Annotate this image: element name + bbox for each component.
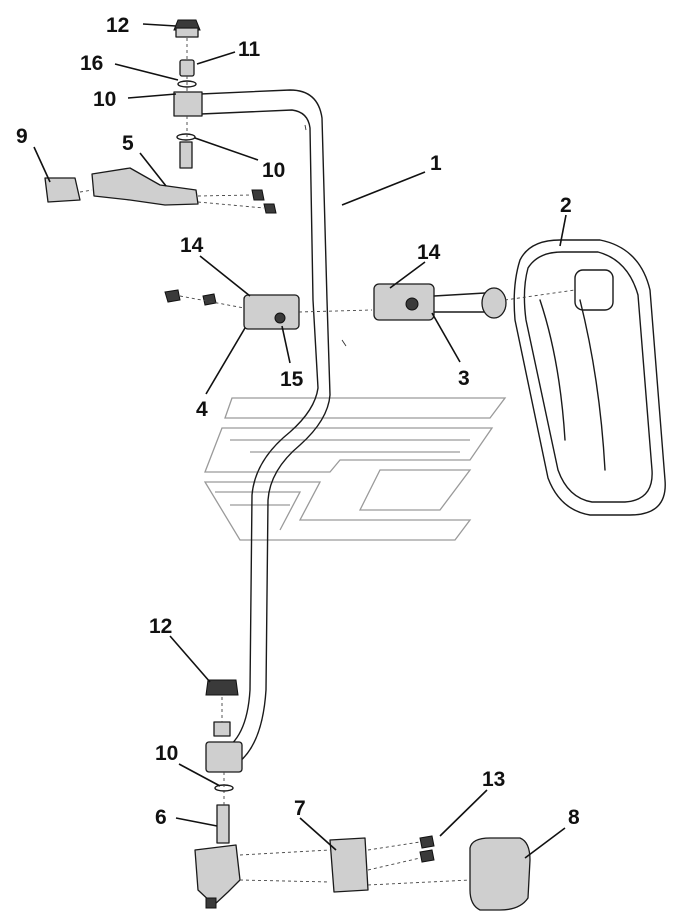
callout-14-right: 14: [417, 241, 441, 264]
callout-2: 2: [560, 194, 572, 217]
callout-14-left: 14: [180, 234, 204, 257]
lower-mount-parts: [205, 679, 243, 844]
callout-13: 13: [482, 768, 505, 791]
callout-10-lower: 10: [155, 742, 178, 765]
callout-10-top: 10: [93, 88, 116, 111]
callout-12-lower: 12: [149, 615, 172, 638]
callout-3: 3: [458, 367, 470, 390]
top-clamp-parts: [173, 19, 203, 169]
base-bracket: [194, 844, 331, 909]
callout-labels: 12 11 16 10 9 5 10 1 2 14 14 3 15 4 12 1…: [16, 14, 580, 829]
callout-leaders: [33, 23, 567, 859]
callout-9: 9: [16, 125, 28, 148]
callout-4: 4: [196, 398, 208, 421]
mirror-arm-tube: [177, 89, 347, 769]
rear-cover-parts: [329, 835, 531, 911]
callout-1: 1: [430, 152, 442, 175]
callout-10-upper: 10: [262, 159, 285, 182]
callout-11: 11: [238, 38, 261, 61]
mirror-head: [504, 239, 666, 516]
watermark-logo: [203, 397, 507, 541]
callout-6: 6: [155, 806, 167, 829]
callout-8: 8: [568, 806, 580, 829]
callout-5: 5: [122, 132, 134, 155]
callout-12-top: 12: [106, 14, 129, 37]
callout-15: 15: [280, 368, 304, 391]
left-clamp-block: [164, 289, 373, 330]
callout-16: 16: [80, 52, 103, 75]
right-clamp-block: [373, 283, 507, 321]
left-bracket-parts: [44, 167, 277, 214]
callout-7: 7: [294, 797, 306, 820]
